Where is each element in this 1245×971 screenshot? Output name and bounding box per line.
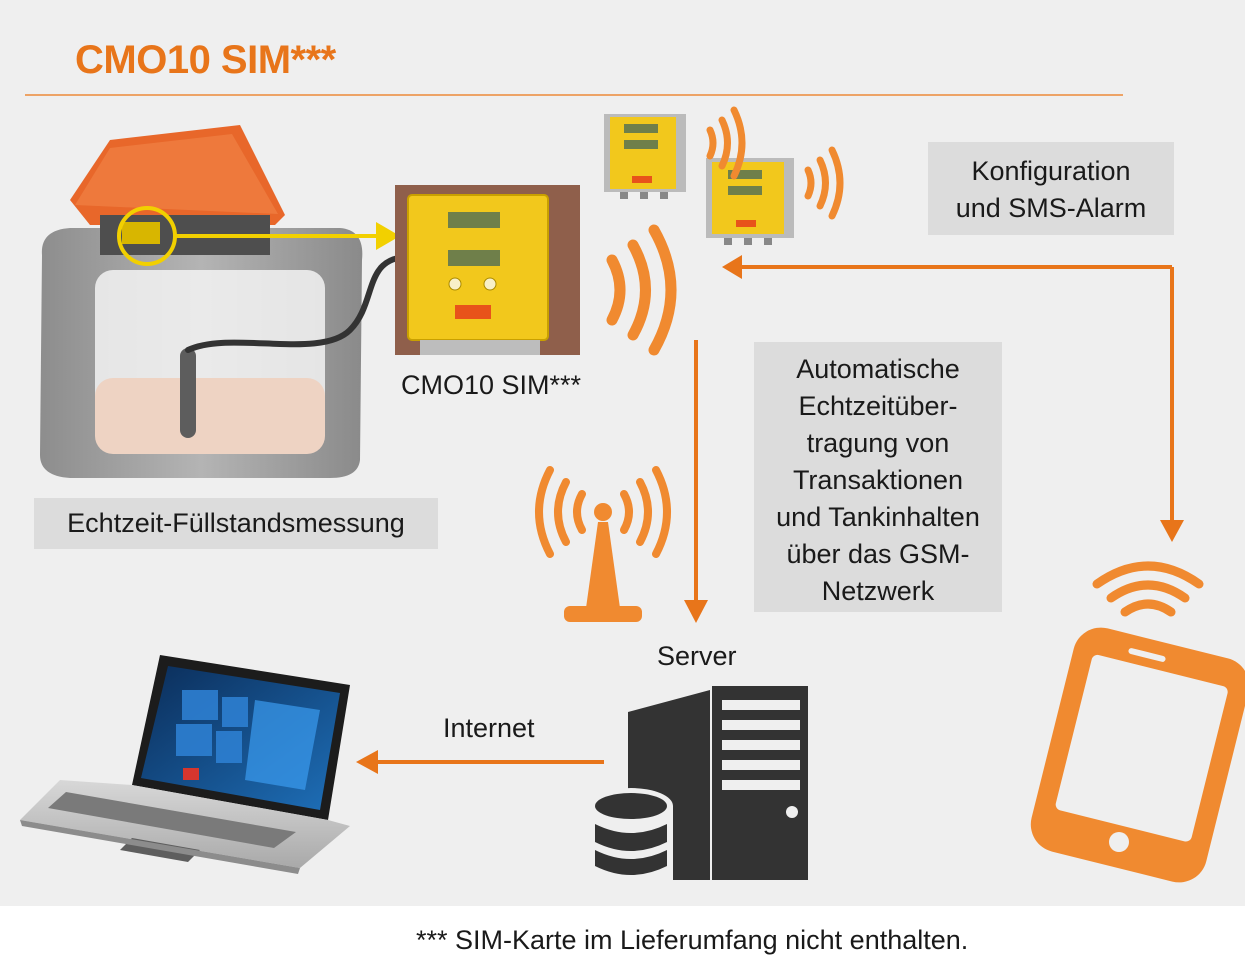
configuration-box: Konfiguration und SMS-Alarm [928, 142, 1174, 235]
laptop-illustration [20, 655, 350, 874]
cmo10-device-label: CMO10 SIM*** [401, 370, 581, 401]
tank-level-label-box: Echtzeit-Füllstandsmessung [34, 498, 438, 549]
antenna-tower-icon [539, 470, 667, 622]
transmission-line-2: Echtzeitüber- [754, 388, 1002, 425]
smartphone-icon [1025, 622, 1245, 889]
tank-illustration [40, 125, 362, 478]
transmission-line-5: und Tankinhalten [754, 499, 1002, 536]
arrow-device-to-server-head [684, 600, 708, 623]
cmo10-device-unit-1 [604, 114, 686, 199]
smartphone-wifi-icon [1097, 566, 1199, 612]
cmo10-device-photo [395, 185, 580, 355]
transmission-line-6: über das GSM- [754, 536, 1002, 573]
transmission-line-4: Transaktionen [754, 462, 1002, 499]
cmo10-device-unit-2 [706, 158, 794, 245]
arrow-phone-to-device-head [722, 255, 742, 279]
diagram-illustration [0, 0, 1245, 906]
cmo10-signal-waves [612, 230, 671, 350]
transmission-box: Automatische Echtzeitüber- tragung von T… [754, 342, 1002, 612]
transmission-line-1: Automatische [754, 351, 1002, 388]
tank-level-label: Echtzeit-Füllstandsmessung [34, 498, 438, 549]
database-icon [589, 788, 673, 882]
configuration-line-2: und SMS-Alarm [928, 190, 1174, 227]
transmission-line-3: tragung von [754, 425, 1002, 462]
footnote: *** SIM-Karte im Lieferumfang nicht enth… [416, 925, 968, 956]
arrow-server-to-laptop-head [356, 750, 378, 774]
configuration-line-1: Konfiguration [928, 153, 1174, 190]
arrow-device-to-phone-head [1160, 520, 1184, 542]
server-label: Server [657, 641, 737, 672]
transmission-line-7: Netzwerk [754, 573, 1002, 610]
internet-label: Internet [443, 713, 535, 744]
